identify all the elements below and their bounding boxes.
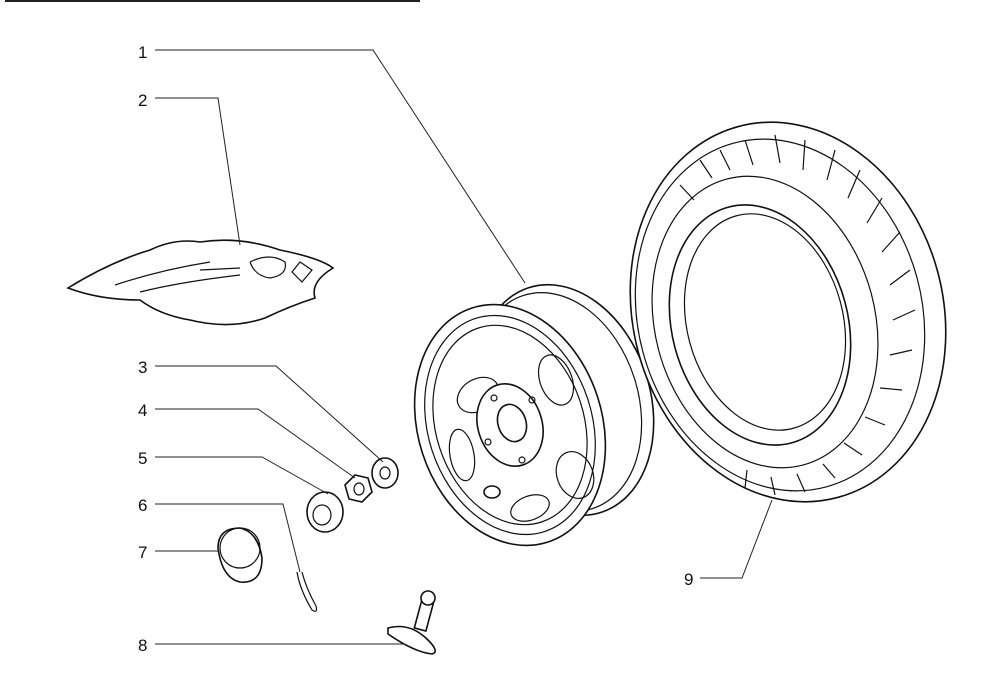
callout-9: 9 [684, 570, 693, 589]
tool-kit-pouch [66, 239, 335, 326]
tire [629, 121, 947, 503]
wheel-rim [413, 283, 655, 547]
hub-cap [217, 527, 263, 583]
callout-5: 5 [138, 449, 147, 468]
callout-7: 7 [138, 543, 147, 562]
callout-8: 8 [138, 636, 147, 655]
callout-4: 4 [138, 401, 147, 420]
callout-3: 3 [138, 358, 147, 377]
cotter-pin [296, 571, 318, 612]
washer [371, 457, 399, 489]
nut [344, 474, 373, 503]
leader-lines [155, 49, 773, 645]
tire-valve [387, 590, 436, 655]
callout-1: 1 [138, 43, 147, 62]
callout-2: 2 [138, 91, 147, 110]
callout-6: 6 [138, 496, 147, 515]
castellated-cap [306, 491, 344, 533]
